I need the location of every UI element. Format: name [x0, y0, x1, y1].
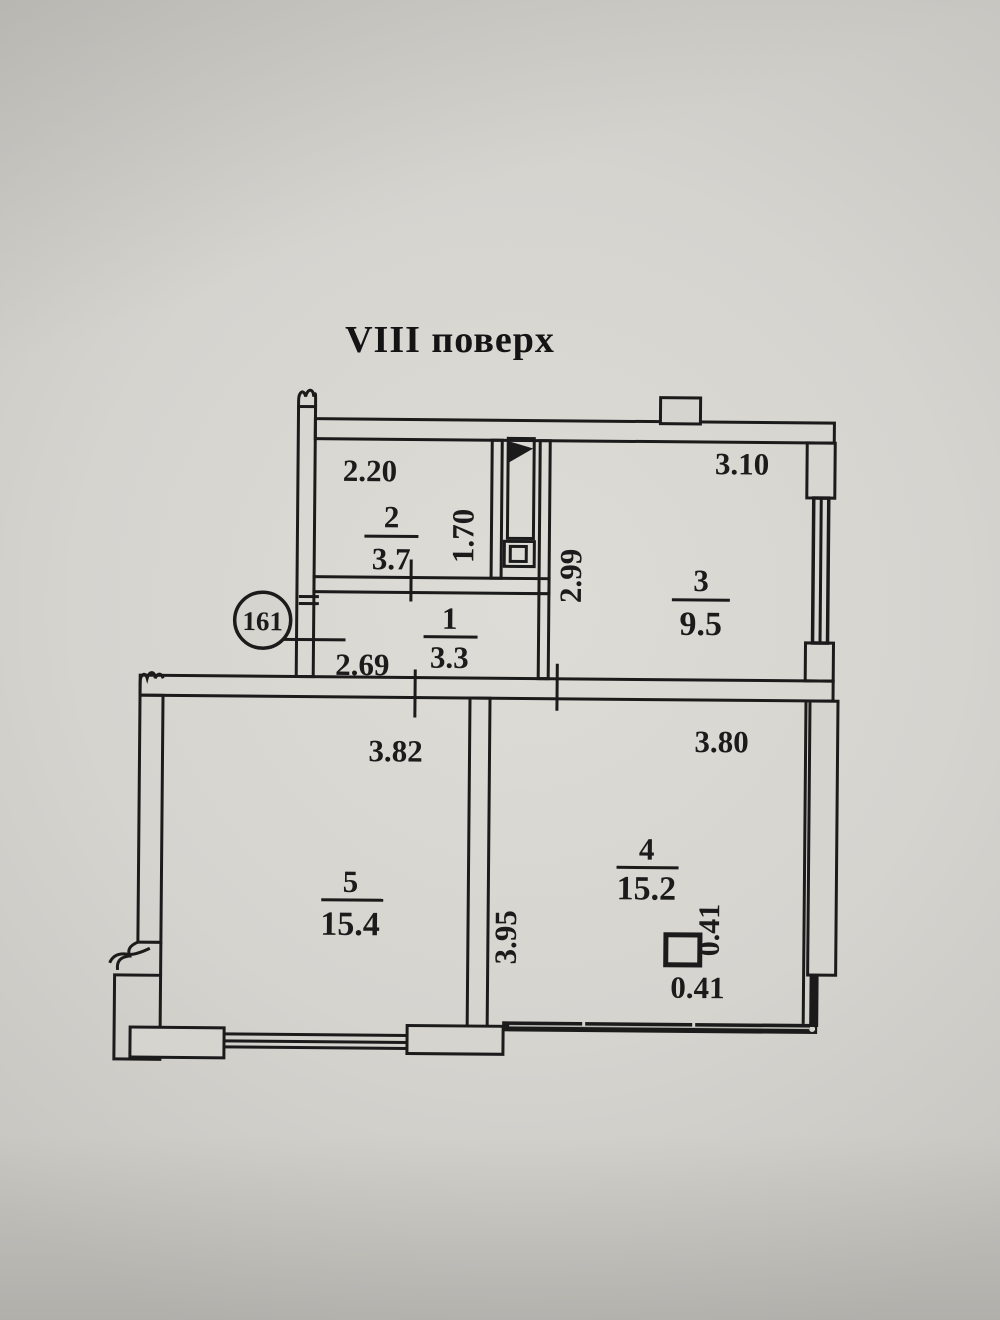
- wall-room2-room1: [312, 575, 551, 596]
- vent-duct-hatch-icon: [509, 441, 534, 463]
- room4-area: 15.2: [616, 870, 676, 908]
- wall-right-room4-inner-line: [801, 700, 808, 1024]
- window-room4-mullion-1: [582, 1021, 586, 1027]
- floor-title: VIII поверх: [345, 319, 555, 361]
- dimension-ticks: [282, 559, 559, 718]
- wall-break-bottom-left-icon: [108, 940, 163, 976]
- room4-width-dim: 3.80: [694, 724, 749, 759]
- wall-room5-room4: [465, 696, 492, 1030]
- room2-area: 3.7: [372, 541, 411, 576]
- room1-area: 3.3: [430, 640, 469, 675]
- wall-break-top-left-icon: [297, 388, 318, 411]
- tick-room1-left: [282, 637, 346, 642]
- room1-width-dim: 2.69: [335, 647, 390, 682]
- wall-pier-bottom-center: [405, 1023, 505, 1056]
- window-room5-line3: [223, 1045, 407, 1050]
- apartment-number: 161: [242, 606, 283, 636]
- room4-underline: [616, 865, 679, 870]
- wall-pier-bottom-left: [128, 1025, 226, 1060]
- room3-width-dim: 3.10: [715, 446, 770, 481]
- room3-number: 3: [693, 563, 709, 598]
- column-height-dim: 0.41: [693, 904, 726, 957]
- room3-area: 9.5: [679, 606, 722, 643]
- room4-number: 4: [639, 831, 655, 866]
- room5-width-dim: 3.82: [368, 733, 423, 768]
- room5-number: 5: [343, 864, 359, 899]
- room5-underline: [321, 898, 384, 902]
- room4-height-dim: 3.95: [488, 910, 523, 965]
- labels: 2.20 2 3.7 1.70 3.10 2.99 3 9.5 1 3.3 2.…: [320, 446, 770, 1005]
- room3-underline: [671, 598, 730, 602]
- plan-group: 161 2.20 2 3.7 1.70 3.10 2.99 3 9.5 1 3.…: [108, 388, 840, 1061]
- window-room5-line2: [224, 1039, 408, 1044]
- walls: [108, 388, 840, 1061]
- wall-right-room4-band: [806, 699, 840, 977]
- room1-number: 1: [442, 601, 458, 636]
- window-room3-glass-line: [818, 498, 823, 644]
- wall-break-mid-left-icon: [138, 671, 165, 694]
- wall-room2-shaft: [489, 438, 504, 580]
- wall-shaft-room3: [536, 439, 552, 681]
- room2-width-dim: 2.20: [343, 453, 398, 488]
- wall-right-pier-top: [805, 441, 837, 500]
- column-symbol: [663, 932, 703, 968]
- wall-step-room1: [298, 595, 319, 606]
- window-room5-line1: [224, 1032, 408, 1037]
- wall-left-room5-upper: [136, 693, 165, 944]
- shaft-box-inner: [508, 544, 528, 563]
- wall-top-outer: [313, 417, 836, 445]
- wall-left-entry-block: [294, 404, 318, 679]
- wall-right-pier-mid: [803, 641, 836, 683]
- badge-circle: [232, 590, 293, 650]
- wall-left-room5-lower: [112, 973, 163, 1061]
- window-room4-corner-dot: [809, 1025, 816, 1032]
- room3-height-dim: 2.99: [553, 549, 588, 604]
- wall-right-room4-solid: [809, 974, 819, 1028]
- room2-number: 2: [384, 499, 400, 534]
- apartment-number-badge: 161: [232, 590, 293, 650]
- shaft-box: [502, 539, 536, 569]
- vent-duct: [505, 436, 536, 541]
- wall-top-pilaster: [658, 396, 703, 426]
- room2-height-dim: 1.70: [445, 509, 480, 564]
- column-width-dim: 0.41: [670, 970, 725, 1005]
- room5-area: 15.4: [320, 906, 380, 944]
- window-room4-mullion-2: [692, 1022, 696, 1027]
